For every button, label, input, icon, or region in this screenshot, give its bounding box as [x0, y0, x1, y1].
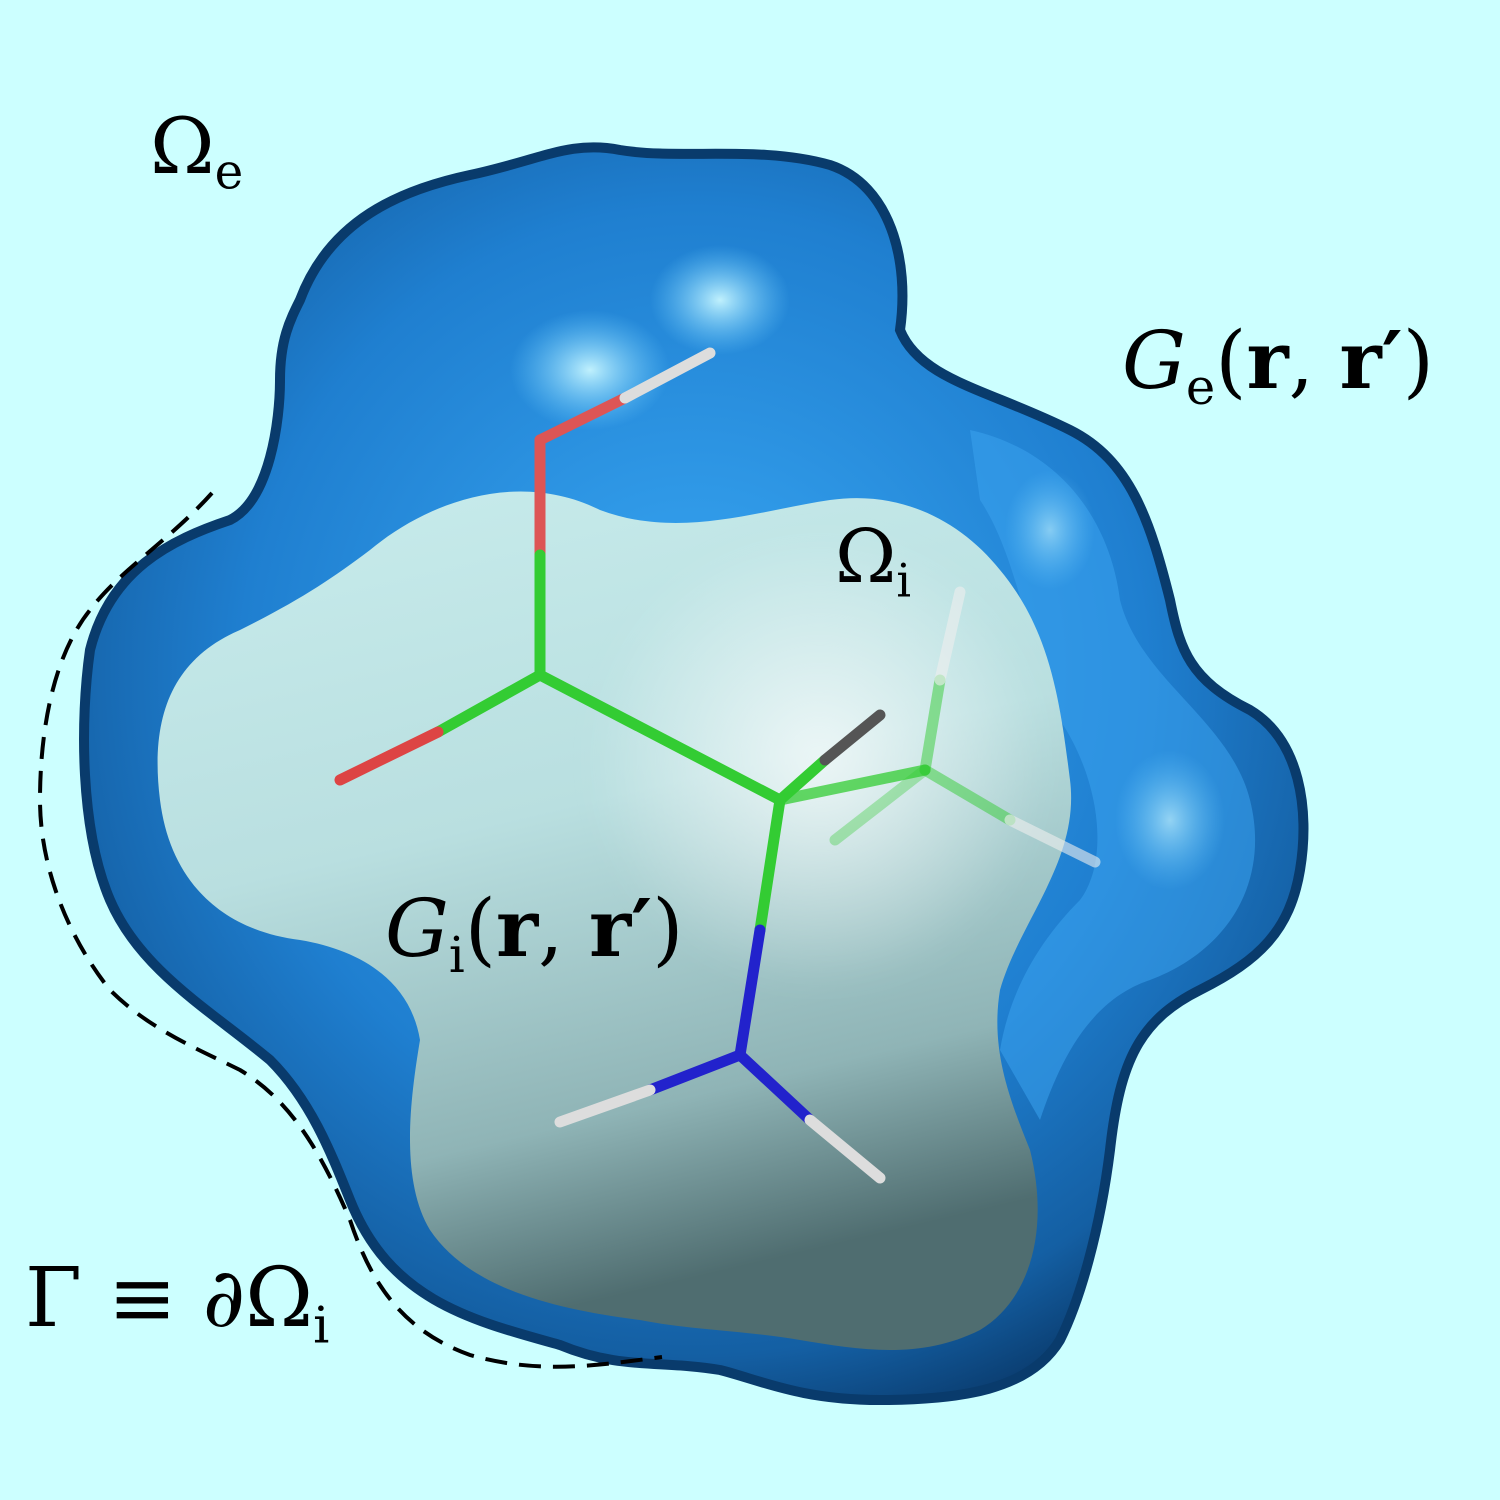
bond-ch: [819, 709, 886, 766]
g-e-arg-rprime: r′: [1339, 313, 1403, 407]
g-i-separator: ,: [538, 882, 590, 975]
gamma-lhs: Γ ≡: [25, 1251, 203, 1346]
g-e-close-paren: ): [1402, 314, 1434, 407]
omega-e-subscript: e: [214, 144, 244, 201]
bond-sidechain-h: [1004, 814, 1101, 868]
bond-sidechain: [829, 764, 931, 846]
boundary-gamma-dashed-line: [37, 491, 663, 1369]
g-i-close-paren: ): [652, 882, 684, 975]
bond-nh: [554, 1084, 656, 1128]
bond-cn: [754, 794, 786, 936]
bond-cc-sidechain: [774, 764, 931, 806]
bond-cn: [734, 924, 766, 1061]
surface-highlight: [650, 245, 790, 355]
surface-rim-shading: [970, 430, 1256, 1120]
g-e-open-paren: (: [1215, 314, 1247, 407]
label-omega-e: Ωe: [150, 108, 243, 197]
surface-highlight: [1005, 470, 1095, 590]
label-green-function-interior: Gi(r, r′): [385, 888, 683, 980]
g-i-open-paren: (: [464, 882, 496, 975]
g-e-arg-r: r: [1246, 313, 1289, 407]
bond-cc: [534, 669, 786, 806]
bond-nh: [804, 1114, 886, 1184]
omega-i-symbol: Ω: [835, 514, 897, 600]
gamma-omega-subscript: i: [313, 1295, 330, 1355]
bond-oh: [619, 347, 716, 404]
omega-e-symbol: Ω: [150, 102, 215, 192]
label-omega-i: Ωi: [835, 520, 911, 604]
ball-and-stick-molecule-icon: [334, 347, 1101, 1184]
boundary-gamma-label: Γ ≡ ∂Ωi: [25, 1258, 329, 1351]
g-i-symbol: G: [385, 882, 449, 975]
g-i-arg-rprime: r′: [589, 881, 653, 975]
g-i-subscript: i: [448, 925, 465, 984]
partial-symbol: ∂: [202, 1251, 246, 1346]
bond-oh: [534, 392, 631, 446]
bond-nh: [644, 1049, 746, 1096]
bond-sidechain-h: [934, 586, 966, 686]
bond-c-o-double: [334, 726, 444, 786]
label-green-function-exterior: Ge(r, r′): [1122, 320, 1434, 412]
omega-i-subscript: i: [896, 553, 912, 608]
g-e-symbol: G: [1122, 314, 1186, 407]
bond-nh: [734, 1049, 816, 1126]
bond-c-o-double: [432, 669, 546, 738]
bond-sidechain: [919, 674, 946, 776]
g-e-separator: ,: [1288, 314, 1340, 407]
gamma-omega-symbol: Ω: [245, 1251, 314, 1346]
surface-highlight: [1115, 750, 1225, 890]
bond-sidechain: [919, 764, 1016, 826]
g-e-subscript: e: [1185, 357, 1216, 416]
g-i-arg-r: r: [496, 881, 539, 975]
